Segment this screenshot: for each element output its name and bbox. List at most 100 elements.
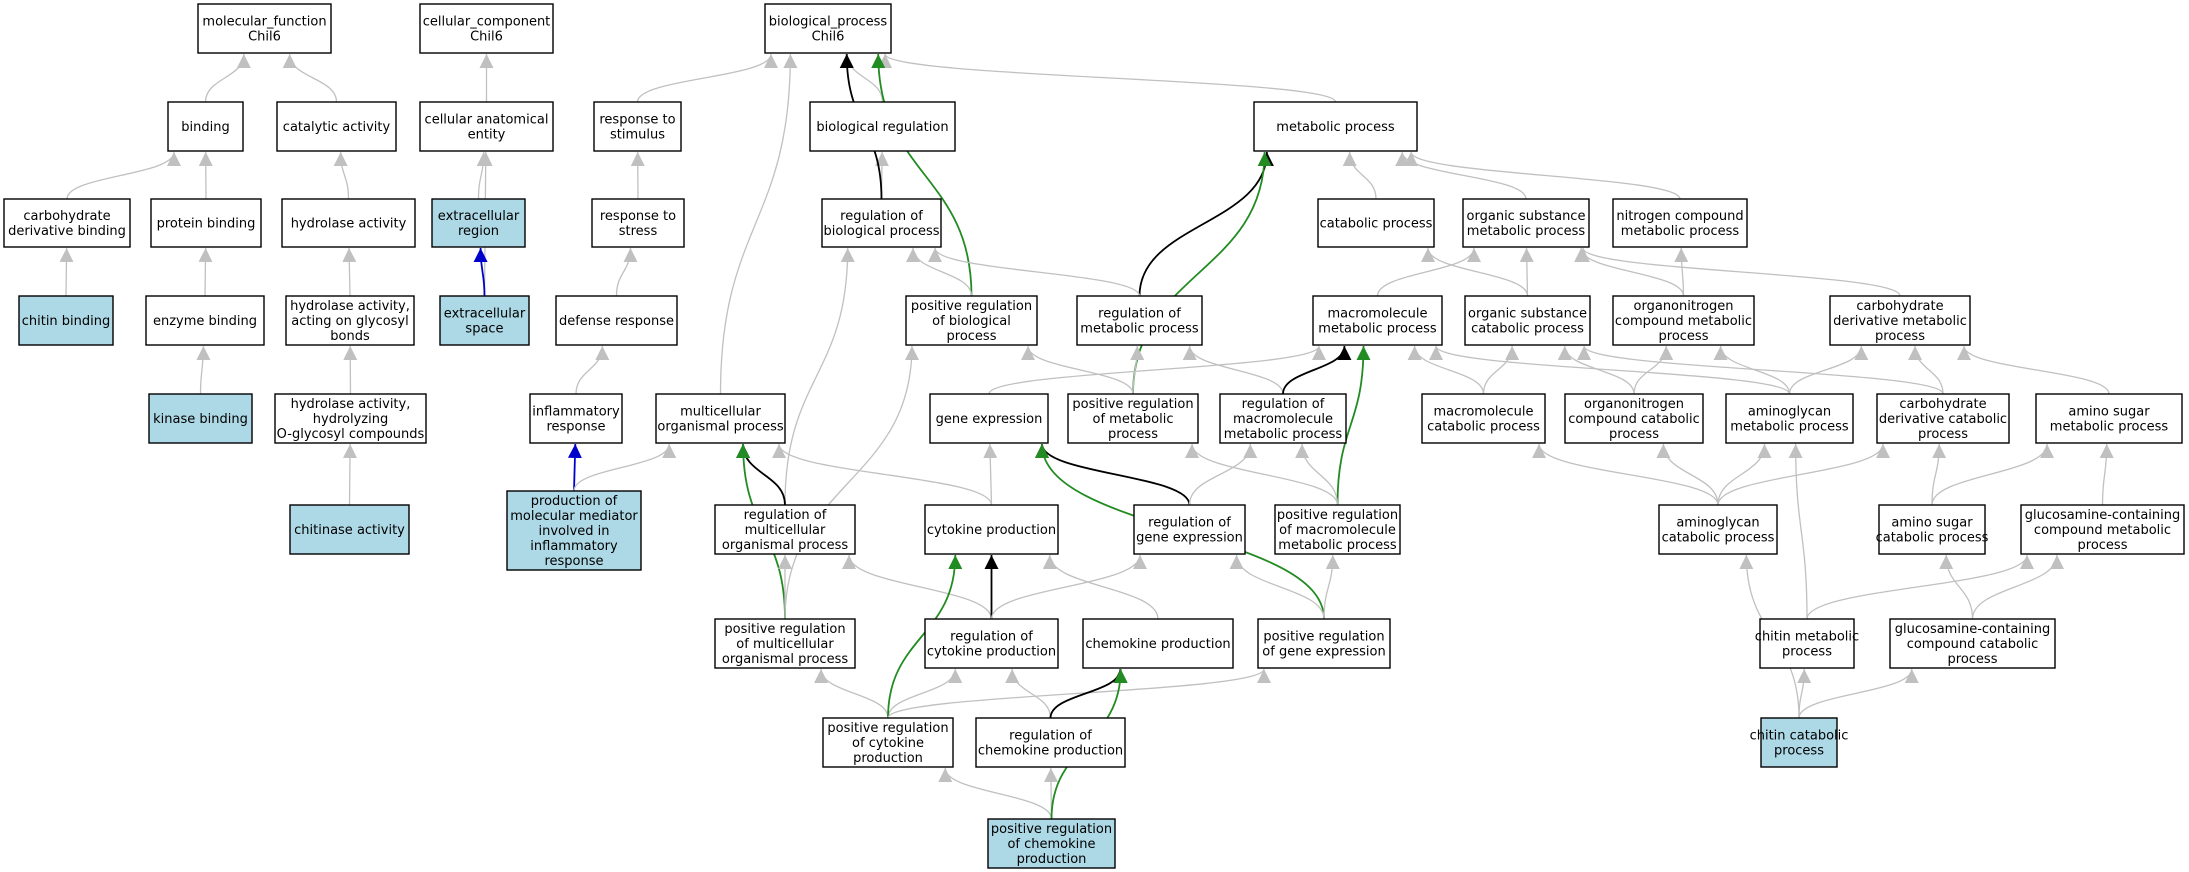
go-term-node[interactable]: defense response [555, 295, 678, 346]
go-term-node[interactable]: hydrolase activity,acting on glycosylbon… [285, 295, 415, 346]
go-term-node[interactable]: gene expression [929, 393, 1049, 444]
node-label-line: process [1609, 427, 1659, 442]
go-term-node[interactable]: kinase binding [148, 393, 253, 444]
node-box [1133, 504, 1246, 555]
edge-is-a [342, 247, 357, 297]
node-label-line: chitin metabolic [1755, 630, 1859, 645]
node-box [148, 393, 253, 444]
go-term-node[interactable]: catabolic process [1317, 198, 1435, 248]
node-label-line: amino sugar [1891, 516, 1973, 531]
edge-is-a [1295, 443, 1339, 506]
edge-regulates [1282, 345, 1352, 395]
node-label-line: metabolic process [1278, 538, 1397, 553]
node-label-line: organismal process [657, 420, 783, 435]
node-box [1076, 295, 1203, 346]
go-term-node[interactable]: protein binding [150, 198, 262, 248]
node-label-line: catabolic process [1876, 531, 1989, 546]
node-label-line: gene expression [936, 412, 1043, 427]
go-term-node[interactable]: chemokine production [1082, 618, 1234, 669]
edge-positively-regulates [1336, 345, 1371, 506]
node-box [439, 295, 530, 346]
go-term-node[interactable]: cytokine production [924, 504, 1059, 555]
go-term-node[interactable]: hydrolase activity,hydrolyzingO-glycosyl… [274, 393, 427, 444]
node-label-line: macromolecule [1233, 412, 1333, 427]
node-box [274, 393, 427, 444]
edge-is-a [1429, 345, 1791, 395]
node-label-line: cellular anatomical [425, 113, 549, 128]
go-term-node[interactable]: metabolic process [1253, 101, 1418, 152]
edge-is-a [906, 247, 973, 297]
edge-is-a [1482, 345, 1520, 395]
go-term-node[interactable]: enzyme binding [145, 295, 265, 346]
go-term-node[interactable]: chitinase activity [289, 504, 410, 555]
node-label-line: process [1774, 744, 1824, 759]
node-label-line: metabolic process [1276, 120, 1395, 135]
edge-is-a [575, 345, 610, 395]
node-label-line: hydrolase activity [291, 217, 407, 232]
go-term-node[interactable]: biological regulation [809, 101, 956, 152]
node-label-line: chitinase activity [294, 523, 405, 538]
node-box [822, 717, 954, 768]
edge-is-a [1971, 554, 2064, 620]
go-term-node[interactable]: hydrolase activity [281, 198, 416, 248]
node-box [593, 101, 682, 152]
node-box [714, 618, 856, 669]
node-label-line: positive regulation [991, 822, 1112, 837]
go-term-node[interactable]: chitin binding [18, 295, 114, 346]
node-box [1889, 618, 2056, 669]
node-label-line: regulation of [840, 209, 923, 224]
node-box [1462, 198, 1590, 248]
node-box [809, 101, 956, 152]
edge-is-a [636, 53, 778, 103]
go-term-node[interactable]: binding [167, 101, 244, 152]
go-term-node[interactable]: catalytic activity [276, 101, 397, 152]
edge-positively-regulates [871, 53, 973, 297]
node-box [150, 198, 262, 248]
edge-is-a [204, 53, 251, 103]
node-label-line: process [2078, 538, 2128, 553]
